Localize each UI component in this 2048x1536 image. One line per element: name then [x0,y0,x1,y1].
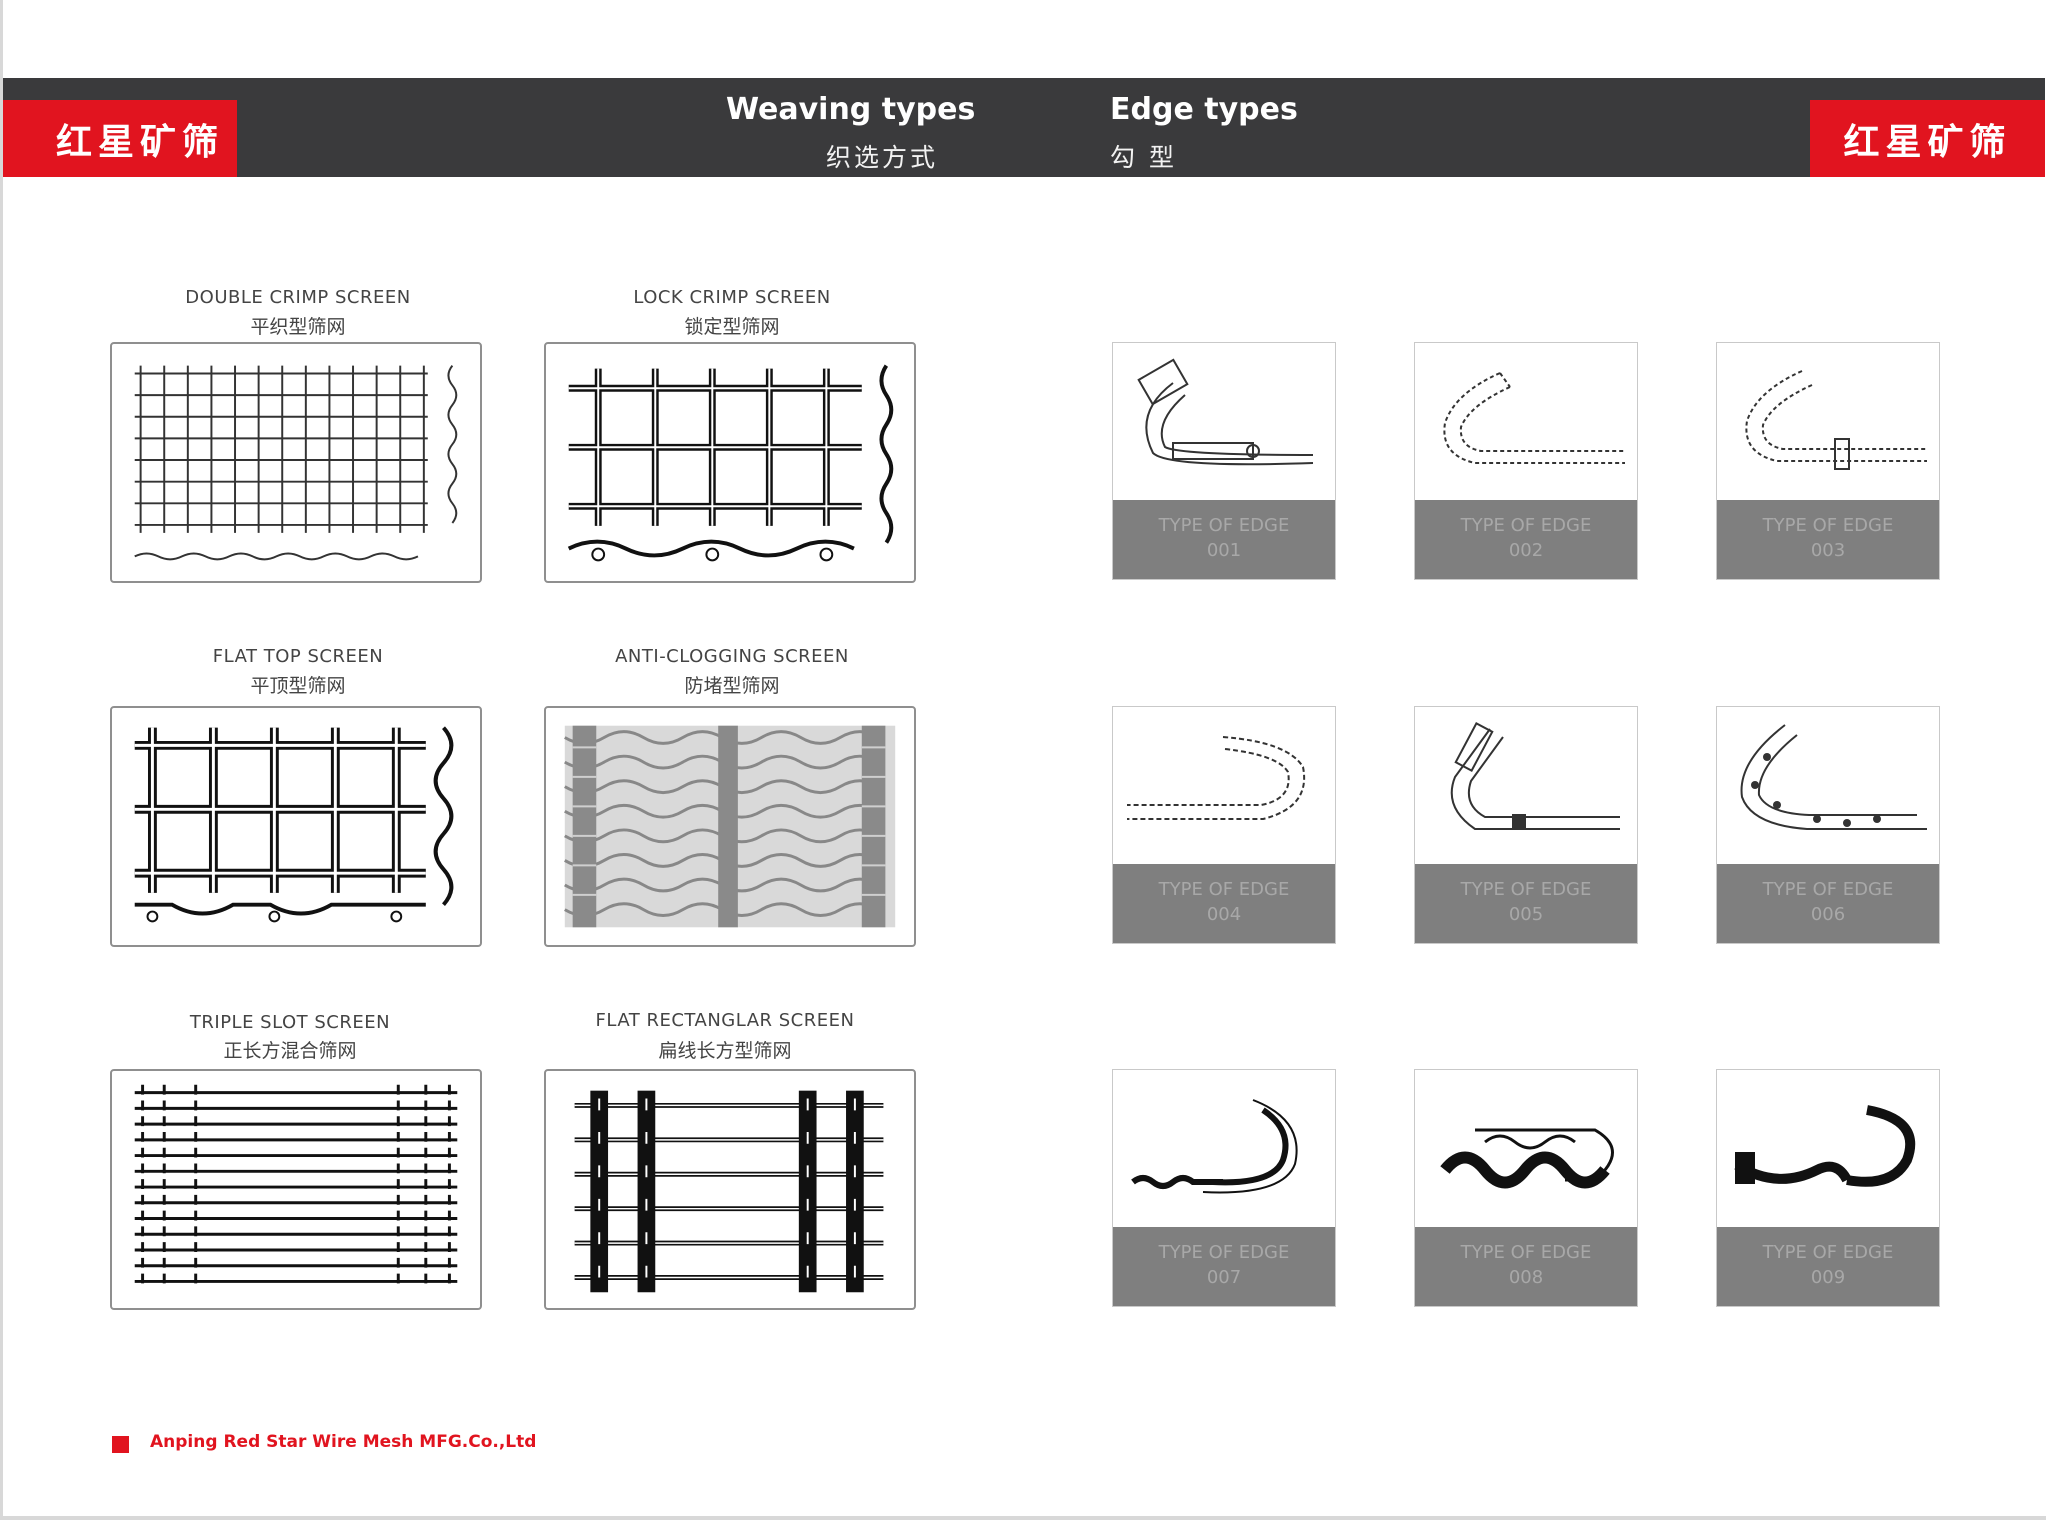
weaving-caption-en: ANTI-CLOGGING SCREEN [615,646,849,667]
brand-logo-right: 红星矿筛 [1810,100,2045,177]
flat-top-screen-diagram [110,706,482,947]
flat-top-mesh-drawing [134,726,454,923]
edge-type-001-illustration [1113,343,1335,500]
lock-crimp-screen-diagram [544,342,916,583]
weaving-caption-en: DOUBLE CRIMP SCREEN [185,287,411,308]
weaving-types-subtitle: 织选方式 [826,143,939,172]
edge-type-002-illustration [1415,343,1637,500]
weaving-caption-zh: 锁定型筛网 [684,316,780,338]
weaving-caption-zh: 平顶型筛网 [250,675,346,697]
weaving-caption-en: FLAT TOP SCREEN [212,646,384,667]
company-name: Anping Red Star Wire Mesh MFG.Co.,Ltd [150,1432,537,1452]
double-crimp-mesh-drawing [134,365,458,561]
brand-logo-left: 红星矿筛 [3,100,237,177]
triple-slot-screen-diagram [110,1069,482,1310]
header-band [3,78,2045,177]
edge-type-008-illustration [1415,1070,1637,1227]
footer-red-square [112,1436,129,1453]
weaving-types-title: Weaving types [726,92,976,127]
flat-rectanglar-screen-diagram [544,1069,916,1310]
weaving-caption-zh: 扁线长方型筛网 [658,1040,792,1062]
edge-types-subtitle: 勾 型 [1110,143,1177,172]
triple-slot-mesh-drawing [134,1084,458,1290]
edge-types-title: Edge types [1110,92,1298,127]
anti-clogging-screen-diagram [544,706,916,947]
anti-clogging-mesh-drawing [564,725,896,928]
edge-type-007-illustration [1113,1070,1335,1227]
edge-type-009-illustration [1717,1070,1939,1227]
weaving-caption-en: FLAT RECTANGLAR SCREEN [595,1010,855,1031]
edge-type-003-illustration [1717,343,1939,500]
lock-crimp-mesh-drawing [567,364,894,562]
edge-type-006-illustration [1717,707,1939,864]
edge-type-005-illustration [1415,707,1637,864]
double-crimp-screen-diagram [110,342,482,583]
weaving-caption-zh: 防堵型筛网 [684,675,780,697]
weaving-caption-zh: 正长方混合筛网 [223,1040,357,1062]
edge-type-004-illustration [1113,707,1335,864]
weaving-caption-en: LOCK CRIMP SCREEN [633,287,831,308]
weaving-caption-en: TRIPLE SLOT SCREEN [189,1012,391,1033]
flat-rectanglar-mesh-drawing [574,1090,884,1293]
weaving-caption-zh: 平织型筛网 [250,316,346,338]
